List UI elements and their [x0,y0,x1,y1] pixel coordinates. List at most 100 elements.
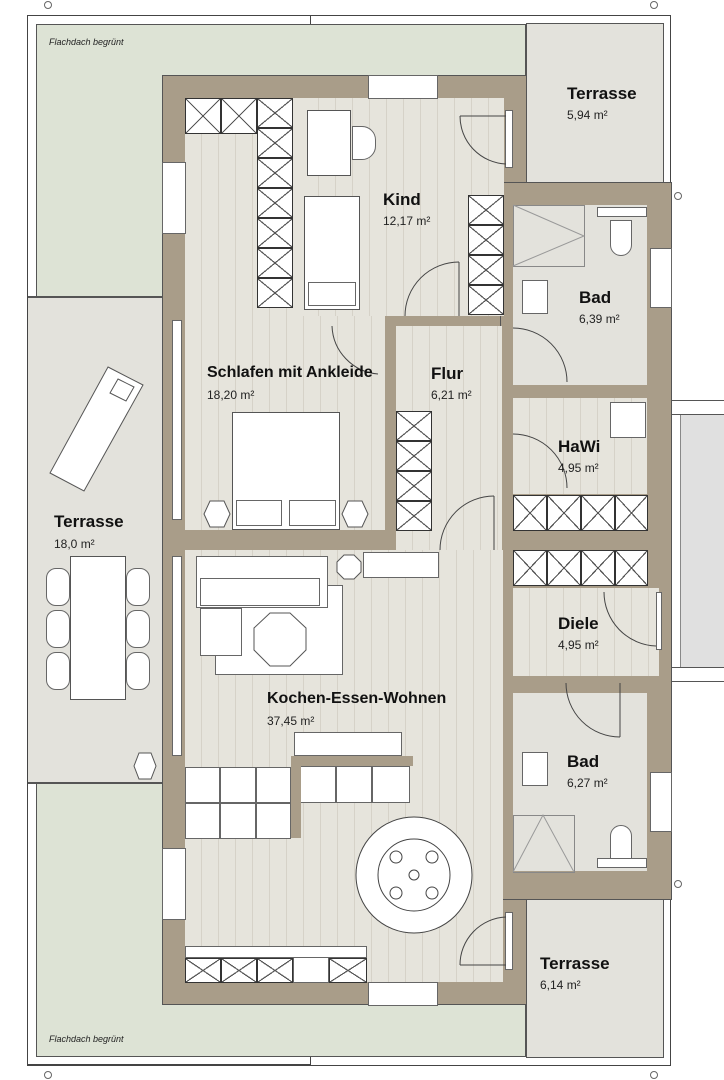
washing-machine [610,402,646,438]
room-area-flur: 6,21 m² [431,388,472,402]
room-area-schlafen: 18,20 m² [207,388,255,402]
outside-strip-top [672,400,724,415]
room-area-kochen: 37,45 m² [267,714,315,728]
shower-bottom [512,813,575,873]
dining-area [355,816,473,934]
room-name-flur: Flur [431,364,464,383]
room-name-terrasse-top: Terrasse [567,84,637,103]
survey-marker-top-right [650,1,658,9]
wardrobe-schlafen-side [257,98,293,310]
pillow-left [236,500,282,526]
survey-marker-bottom-right [650,1071,658,1079]
toilet-top [610,220,632,256]
kid-bed [304,196,360,310]
door-swing-kind-inner [404,261,460,317]
coffee-table [253,612,307,667]
room-area-bad-bottom: 6,27 m² [567,776,608,790]
desk [307,110,351,176]
toilet-tank-bottom [597,858,647,868]
sink-bottom [522,752,548,786]
kitchen-island-hob [294,732,402,756]
door-swing-flur [439,495,495,551]
terrace-chair-l3 [46,652,70,690]
window-left-kitchen-bottom [162,848,186,920]
room-name-kochen: Kochen-Essen-Wohnen [267,690,447,707]
room-area-bad-top: 6,39 m² [579,312,620,326]
kitchen-tall-units [185,767,291,839]
room-area-terrasse-top: 5,94 m² [567,108,608,122]
survey-marker-right-lower [674,880,682,888]
room-area-terrasse-bottom: 6,14 m² [540,978,581,992]
pillow-right [289,500,336,526]
window-right-bad-top [650,248,672,308]
entrance-door [656,592,662,650]
door-swing-schlafen [331,325,379,375]
nightstand-right [341,500,369,528]
terrace-chair-l2 [46,610,70,648]
room-area-kind: 12,17 m² [383,214,431,228]
terrace-chair-r1 [126,568,150,606]
cabinet-diele [513,550,648,586]
cabinet-hawi [513,495,648,531]
nightstand-left [203,500,231,528]
kid-bed-pillow [308,282,356,306]
room-area-diele: 4,95 m² [558,638,599,652]
kitchen-bottom-counter [185,946,367,983]
wardrobe-flur [396,411,432,531]
survey-marker-bottom-left [44,1071,52,1079]
room-name-hawi: HaWi [558,437,601,456]
shower-top [512,204,586,267]
window-left-door-2 [172,556,182,756]
floor-diele [513,588,659,676]
sink-top [522,280,548,314]
wardrobe-kind [468,195,504,315]
door-swing-hawi [512,433,568,489]
outside-strip-bottom [672,667,724,682]
side-table [336,554,362,580]
door-terrace-bottom [505,912,513,970]
desk-chair [352,126,376,160]
terrace-bottom-right [526,898,664,1058]
terrace-chair-r3 [126,652,150,690]
sofa-chaise [200,608,242,656]
window-bottom-kitchen [368,982,438,1006]
terrace-side-table [133,752,157,780]
toilet-bottom [610,825,632,859]
window-left-door-1 [172,320,182,520]
kitchen-counter-wall [291,756,413,766]
survey-marker-top-left [44,1,52,9]
kitchen-divider [291,756,301,838]
sofa-seat [200,578,320,606]
room-name-terrasse-bottom: Terrasse [540,954,610,973]
room-name-schlafen: Schlafen mit Ankleide [207,364,373,381]
room-area-terrasse-left: 18,0 m² [54,537,95,551]
terrace-top-right [526,23,664,183]
window-right-bad-bottom [650,772,672,832]
sun-lounger [49,366,144,492]
terrace-table [70,556,126,700]
door-swing-entrance [603,591,657,647]
terrace-chair-l1 [46,568,70,606]
window-top-kind [368,75,438,99]
door-swing-kind [459,115,507,165]
door-swing-bad-top [512,327,568,383]
door-swing-bad-bottom [565,682,621,738]
kitchen-counter-units [300,766,410,803]
sideboard [363,552,439,578]
green-roof-label-bottom: Flachdach begrünt [49,1034,124,1044]
room-area-hawi: 4,95 m² [558,461,599,475]
room-name-diele: Diele [558,614,599,633]
room-name-kind: Kind [383,190,421,209]
toilet-tank-top [597,207,647,217]
room-name-bad-top: Bad [579,288,612,307]
door-swing-terrace-bottom [459,916,507,966]
terrace-chair-r2 [126,610,150,648]
room-name-terrasse-left: Terrasse [54,512,124,531]
window-left-schlafen-top [162,162,186,234]
outside-grey-area [680,415,724,667]
terrace-left [28,296,162,784]
wardrobe-schlafen-top [185,98,257,134]
room-name-bad-bottom: Bad [567,752,600,771]
door-terrace-top [505,110,513,168]
green-roof-label-top: Flachdach begrünt [49,37,124,47]
